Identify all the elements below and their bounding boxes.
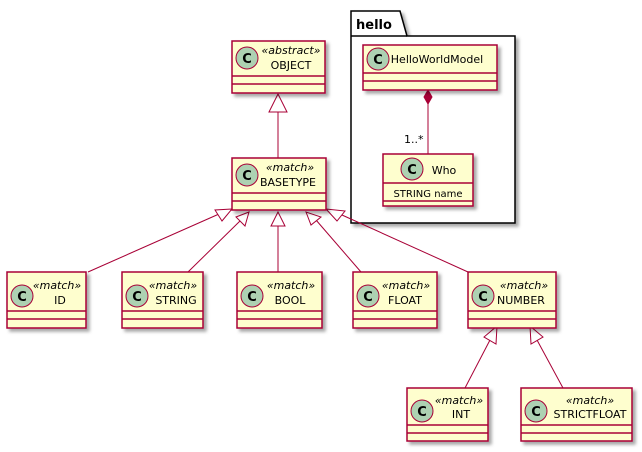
generalization-int-number	[464, 339, 491, 389]
class-stereotype: «match»	[267, 279, 316, 292]
class-stereotype: «match»	[435, 394, 484, 407]
class-name: HelloWorldModel	[391, 53, 483, 66]
class-stereotype: «match»	[33, 279, 82, 292]
class-name: STRICTFLOAT	[554, 408, 627, 421]
generalization-arrowhead	[214, 208, 234, 222]
generalization-id-basetype	[87, 213, 220, 273]
class-stereotype: «match»	[266, 161, 315, 174]
class-attribute: STRING name	[393, 189, 462, 200]
class-icon-letter: C	[407, 163, 417, 178]
class-icon	[524, 399, 548, 423]
class-stereotype: «match»	[500, 279, 549, 292]
class-icon	[400, 157, 424, 181]
class-stereotype: «match»	[382, 279, 431, 292]
class-stereotype: «match»	[149, 279, 198, 292]
arrowheads	[214, 92, 544, 345]
class-name: STRING	[155, 294, 196, 307]
generalization-arrowhead	[324, 208, 346, 222]
class-name: NUMBER	[497, 294, 545, 307]
multiplicity-label: 1..*	[404, 133, 424, 146]
generalization-arrowhead	[305, 211, 323, 226]
class-icon-letter: C	[132, 290, 142, 305]
generalization-arrowhead	[529, 324, 544, 345]
generalization-arrowhead	[235, 211, 250, 227]
class-icon	[10, 284, 34, 308]
class-name: OBJECT	[271, 59, 312, 72]
class-icon	[471, 284, 495, 308]
class-name: FLOAT	[388, 294, 422, 307]
class-icon-letter: C	[242, 169, 252, 184]
generalization-arrowhead	[268, 92, 288, 113]
class-icon-letter: C	[363, 290, 373, 305]
class-stereotype: «abstract»	[262, 44, 321, 57]
class-icon	[240, 284, 264, 308]
class-icon-letter: C	[531, 405, 541, 420]
class-name: ID	[54, 294, 66, 307]
generalization-strictfloat-number	[536, 339, 564, 389]
relations	[87, 104, 564, 389]
class-icon	[125, 284, 149, 308]
class-icon-letter: C	[373, 53, 383, 68]
generalization-arrowhead	[483, 324, 498, 345]
class-name: Who	[432, 164, 457, 177]
class-icon	[235, 46, 259, 70]
class-icon-letter: C	[247, 290, 257, 305]
class-stereotype: «match»	[566, 394, 615, 407]
generalization-arrowhead	[270, 210, 286, 227]
generalization-number-basetype	[341, 214, 469, 273]
class-icon-letter: C	[242, 52, 252, 67]
composition-diamond	[423, 88, 433, 106]
class-icon-letter: C	[417, 405, 427, 420]
class-who[interactable]	[382, 153, 474, 207]
generalization-string-basetype	[187, 219, 242, 273]
class-name: BASETYPE	[260, 176, 316, 189]
generalization-float-basetype	[315, 219, 362, 273]
class-name: INT	[452, 408, 470, 421]
class-icon-letter: C	[17, 290, 27, 305]
class-icon	[410, 399, 434, 423]
class-icon	[235, 163, 259, 187]
class-icon	[366, 47, 390, 71]
class-name: BOOL	[275, 294, 307, 307]
class-icon-letter: C	[478, 290, 488, 305]
package-title: hello	[356, 18, 392, 33]
class-icon	[356, 284, 380, 308]
